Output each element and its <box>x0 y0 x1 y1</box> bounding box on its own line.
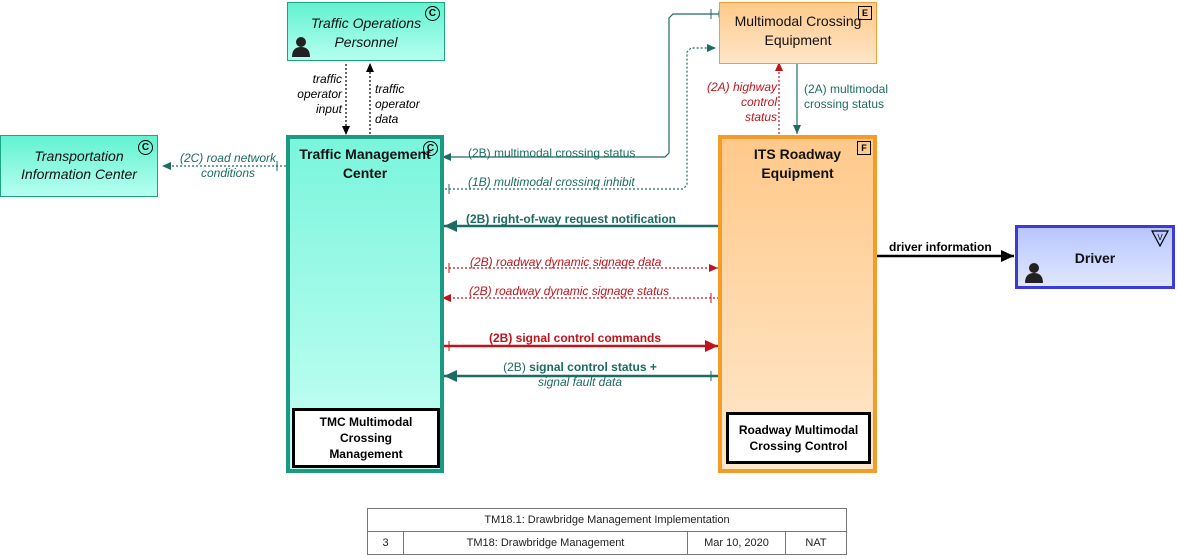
center-class-badge: C <box>138 140 153 155</box>
tmc-line2: Center <box>342 165 388 181</box>
driver-label: Driver <box>1074 250 1116 266</box>
svg-text:V: V <box>1157 233 1163 242</box>
roadway-multimodal-crossing-control-function[interactable]: Roadway Multimodal Crossing Control <box>726 412 871 464</box>
flow-label-road-network-conditions: (2C) road network conditions <box>179 151 277 180</box>
title-block-title: TM18.1: Drawbridge Management Implementa… <box>367 508 847 532</box>
title-block-date: Mar 10, 2020 <box>687 531 786 555</box>
person-icon <box>1025 263 1043 283</box>
person-icon <box>292 37 310 57</box>
flow-label-signal-control-status: (2B) signal control status + signal faul… <box>503 360 657 389</box>
flow-multimodal-crossing-status-2b <box>442 13 719 161</box>
tmc-line1: Traffic Management <box>299 146 431 162</box>
flow-label-traffic-operator-input: traffic operator input <box>297 72 342 116</box>
multimodal-crossing-equipment-box[interactable]: Multimodal Crossing Equipment E <box>719 2 877 64</box>
tmc-function-line2: Crossing <box>339 431 392 445</box>
vehicle-class-badge-icon: V <box>1151 230 1169 247</box>
equipment-class-badge: E <box>858 6 872 20</box>
field-class-badge: F <box>857 141 871 155</box>
title-block: TM18.1: Drawbridge Management Implementa… <box>367 508 847 555</box>
its-function-line1: Roadway Multimodal <box>738 423 859 437</box>
flow-label-multimodal-crossing-status-2a: (2A) multimodal crossing status <box>804 82 889 111</box>
flow-label-traffic-operator-data: traffic operator data <box>375 82 420 126</box>
its-roadway-equipment-box[interactable]: ITS Roadway Equipment F Roadway Multimod… <box>718 135 877 473</box>
flow-label-roadway-dynamic-signage-data: (2B) roadway dynamic signage data <box>470 255 662 269</box>
mce-line1: Multimodal Crossing <box>734 13 862 29</box>
its-line1: ITS Roadway <box>753 146 842 162</box>
traffic-management-center-box[interactable]: Traffic Management Center C TMC Multimod… <box>286 135 444 473</box>
title-block-scope: NAT <box>785 531 847 555</box>
center-class-badge: C <box>423 141 438 156</box>
traffic-operations-personnel-box[interactable]: Traffic Operations Personnel C <box>287 2 445 61</box>
traffic-operations-personnel-line2: Personnel <box>334 34 398 50</box>
mce-line2: Equipment <box>764 32 832 48</box>
tic-line2: Information Center <box>21 166 137 182</box>
its-function-line2: Crossing Control <box>749 439 848 453</box>
flow-label-signal-control-commands: (2B) signal control commands <box>489 331 662 345</box>
flow-label-right-of-way-request: (2B) right-of-way request notification <box>466 212 676 226</box>
flow-multimodal-crossing-inhibit <box>441 44 716 190</box>
flow-label-highway-control-status: (2A) highway control status <box>706 80 777 124</box>
title-block-package: TM18: Drawbridge Management <box>403 531 688 555</box>
its-line2: Equipment <box>761 165 834 181</box>
flow-label-driver-information: driver information <box>889 240 992 254</box>
flow-label-roadway-dynamic-signage-status: (2B) roadway dynamic signage status <box>469 284 670 298</box>
traffic-operations-personnel-line1: Traffic Operations <box>310 15 422 31</box>
tic-line1: Transportation <box>34 148 124 164</box>
tmc-function-line1: TMC Multimodal <box>319 415 413 429</box>
tmc-function-line3: Management <box>329 447 403 461</box>
center-class-badge: C <box>425 6 440 21</box>
transportation-information-center-box[interactable]: Transportation Information Center C <box>0 135 158 197</box>
tmc-multimodal-crossing-management-function[interactable]: TMC Multimodal Crossing Management <box>292 408 440 468</box>
flow-label-multimodal-crossing-status-2b: (2B) multimodal crossing status <box>468 146 636 160</box>
flow-label-multimodal-crossing-inhibit: (1B) multimodal crossing inhibit <box>468 175 635 189</box>
driver-box[interactable]: Driver V <box>1015 225 1175 289</box>
title-block-number: 3 <box>367 531 404 555</box>
